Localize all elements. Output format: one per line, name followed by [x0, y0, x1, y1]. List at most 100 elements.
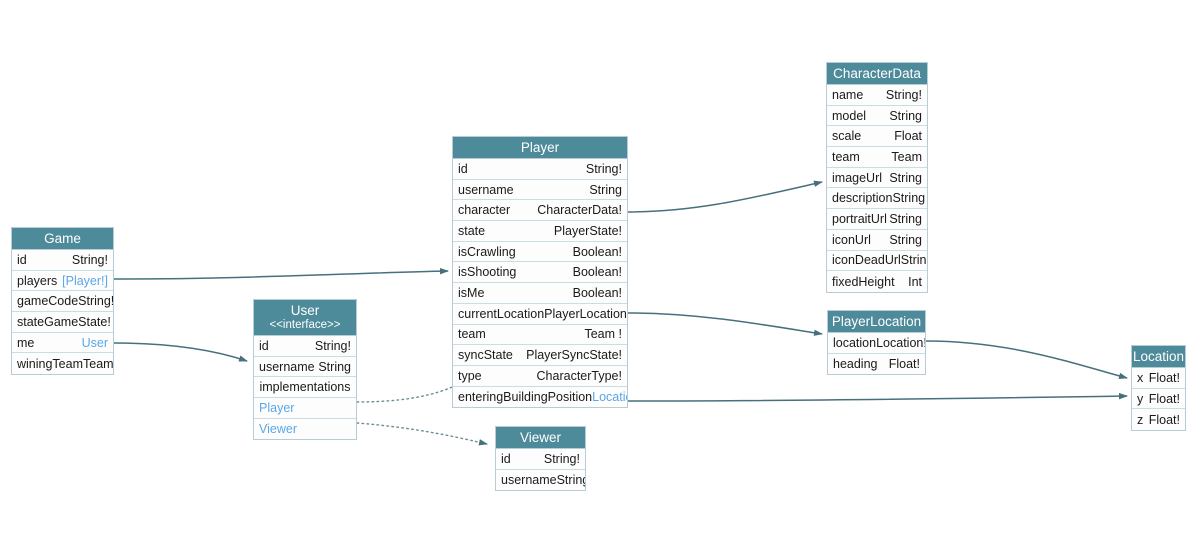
field-type-wrap: Location! [876, 336, 925, 350]
field-row[interactable]: portraitUrl String [827, 209, 927, 230]
implementation-item-player[interactable]: Player [254, 398, 356, 419]
field-row[interactable]: z Float! [1132, 409, 1185, 431]
entity-playerlocation[interactable]: PlayerLocation location Location! headin… [827, 310, 926, 376]
field-row[interactable]: scale Float [827, 126, 927, 148]
entity-viewer[interactable]: Viewer id String! username String [495, 426, 586, 492]
field-type[interactable]: PlayerLocation [544, 306, 627, 321]
field-row[interactable]: enteringBuildingPosition Location [453, 386, 627, 408]
field-name: players [17, 273, 58, 288]
field-type: String [892, 191, 926, 206]
field-row[interactable]: isMe Boolean! [453, 283, 627, 304]
field-type: String [889, 108, 922, 123]
field-row[interactable]: location Location! [828, 333, 925, 354]
field-row[interactable]: id String! [254, 336, 356, 357]
field-type: String [889, 170, 922, 185]
field-name: username [458, 182, 514, 197]
field-row[interactable]: state GameState! [12, 312, 113, 333]
field-type[interactable]: Location [876, 335, 924, 350]
field-row[interactable]: iconDeadUrl String [827, 250, 927, 272]
field-type: Team [83, 356, 113, 371]
field-type: Float! [1148, 370, 1180, 385]
field-name: description [832, 191, 893, 206]
field-name: location [833, 335, 877, 350]
field-name: character [458, 203, 511, 218]
entity-user-name: User [290, 303, 320, 318]
field-row[interactable]: iconUrl String [827, 229, 927, 251]
field-name: name [832, 87, 864, 102]
field-name: isCrawling [458, 244, 516, 259]
field-row[interactable]: x Float! [1132, 368, 1185, 389]
edge-playerlocation-location-to-location [925, 340, 1128, 380]
non-null-bang: ! [923, 336, 925, 350]
field-type: Boolean! [572, 265, 622, 280]
implementations-text: implementations [259, 380, 351, 395]
entity-player[interactable]: Player id String! username String charac… [452, 136, 628, 409]
field-row[interactable]: imageUrl String [827, 167, 927, 189]
entity-characterdata-title: CharacterData [827, 63, 927, 85]
field-row[interactable]: character CharacterData! [453, 200, 627, 222]
field-type: Team [891, 149, 922, 164]
field-row[interactable]: fixedHeight Int [827, 271, 927, 292]
field-row[interactable]: me User [12, 332, 113, 354]
entity-game[interactable]: Game id String! players [Player!] gameCo… [11, 227, 114, 376]
field-name: type [458, 368, 482, 383]
field-row[interactable]: team Team [827, 147, 927, 168]
field-row[interactable]: type CharacterType! [453, 365, 627, 387]
implementation-name[interactable]: Player [259, 400, 295, 415]
entity-user-stereotype: <<interface>> [269, 319, 341, 331]
implementation-item-viewer[interactable]: Viewer [254, 418, 356, 440]
field-type[interactable]: CharacterData [537, 203, 619, 218]
field-row[interactable]: model String [827, 105, 927, 127]
field-row[interactable]: syncState PlayerSyncState! [453, 345, 627, 366]
field-row[interactable]: currentLocation PlayerLocation! [453, 303, 627, 325]
field-name: isShooting [458, 265, 517, 280]
field-row[interactable]: username String [496, 469, 585, 491]
field-type: String! [543, 451, 580, 466]
field-type[interactable]: [Player!] [62, 273, 108, 288]
field-name: iconUrl [832, 232, 871, 247]
field-row[interactable]: isShooting Boolean! [453, 262, 627, 284]
edge-game-me-to-user [113, 342, 248, 362]
field-name: scale [832, 129, 862, 144]
field-row[interactable]: id String! [496, 449, 585, 470]
implementation-name[interactable]: Viewer [259, 422, 297, 437]
field-row[interactable]: winingTeam Team [12, 353, 113, 375]
field-row[interactable]: username String [254, 356, 356, 378]
field-row[interactable]: heading Float! [828, 353, 925, 375]
non-null-bang: ! [618, 203, 622, 218]
entity-viewer-title: Viewer [496, 427, 585, 449]
field-row[interactable]: username String [453, 179, 627, 201]
field-row[interactable]: id String! [12, 250, 113, 271]
field-type: Float! [1148, 412, 1180, 427]
field-type: Float! [888, 357, 920, 372]
field-type[interactable]: Location [592, 389, 627, 404]
field-row[interactable]: team Team ! [453, 324, 627, 346]
entity-location-title: Location [1132, 346, 1185, 368]
field-row[interactable]: id String! [453, 159, 627, 180]
field-row[interactable]: y Float! [1132, 388, 1185, 410]
field-type: String [900, 253, 927, 268]
field-name: y [1137, 391, 1144, 406]
field-name: isMe [458, 285, 485, 300]
edge-player-character-to-characterdata [626, 180, 823, 213]
field-name: id [17, 252, 27, 267]
entity-characterdata[interactable]: CharacterData name String! model String … [826, 62, 928, 293]
entity-location[interactable]: Location x Float! y Float! z Float! [1131, 345, 1186, 432]
field-name: gameCode [17, 294, 79, 309]
field-type: String [318, 359, 351, 374]
field-type: Boolean! [572, 285, 622, 300]
entity-game-title: Game [12, 228, 113, 250]
field-row[interactable]: state PlayerState! [453, 221, 627, 242]
entity-user[interactable]: User <<interface>> id String! username S… [253, 299, 357, 441]
field-type[interactable]: User [81, 335, 108, 350]
field-name: username [501, 473, 557, 488]
field-row[interactable]: gameCode String! [12, 291, 113, 313]
field-row[interactable]: players [Player!] [12, 270, 113, 292]
field-row[interactable]: description String [827, 188, 927, 210]
field-row[interactable]: isCrawling Boolean! [453, 241, 627, 263]
field-row[interactable]: name String! [827, 85, 927, 106]
field-type: String! [314, 338, 351, 353]
field-name: username [259, 359, 315, 374]
field-name: heading [833, 357, 878, 372]
entity-player-title: Player [453, 137, 627, 159]
